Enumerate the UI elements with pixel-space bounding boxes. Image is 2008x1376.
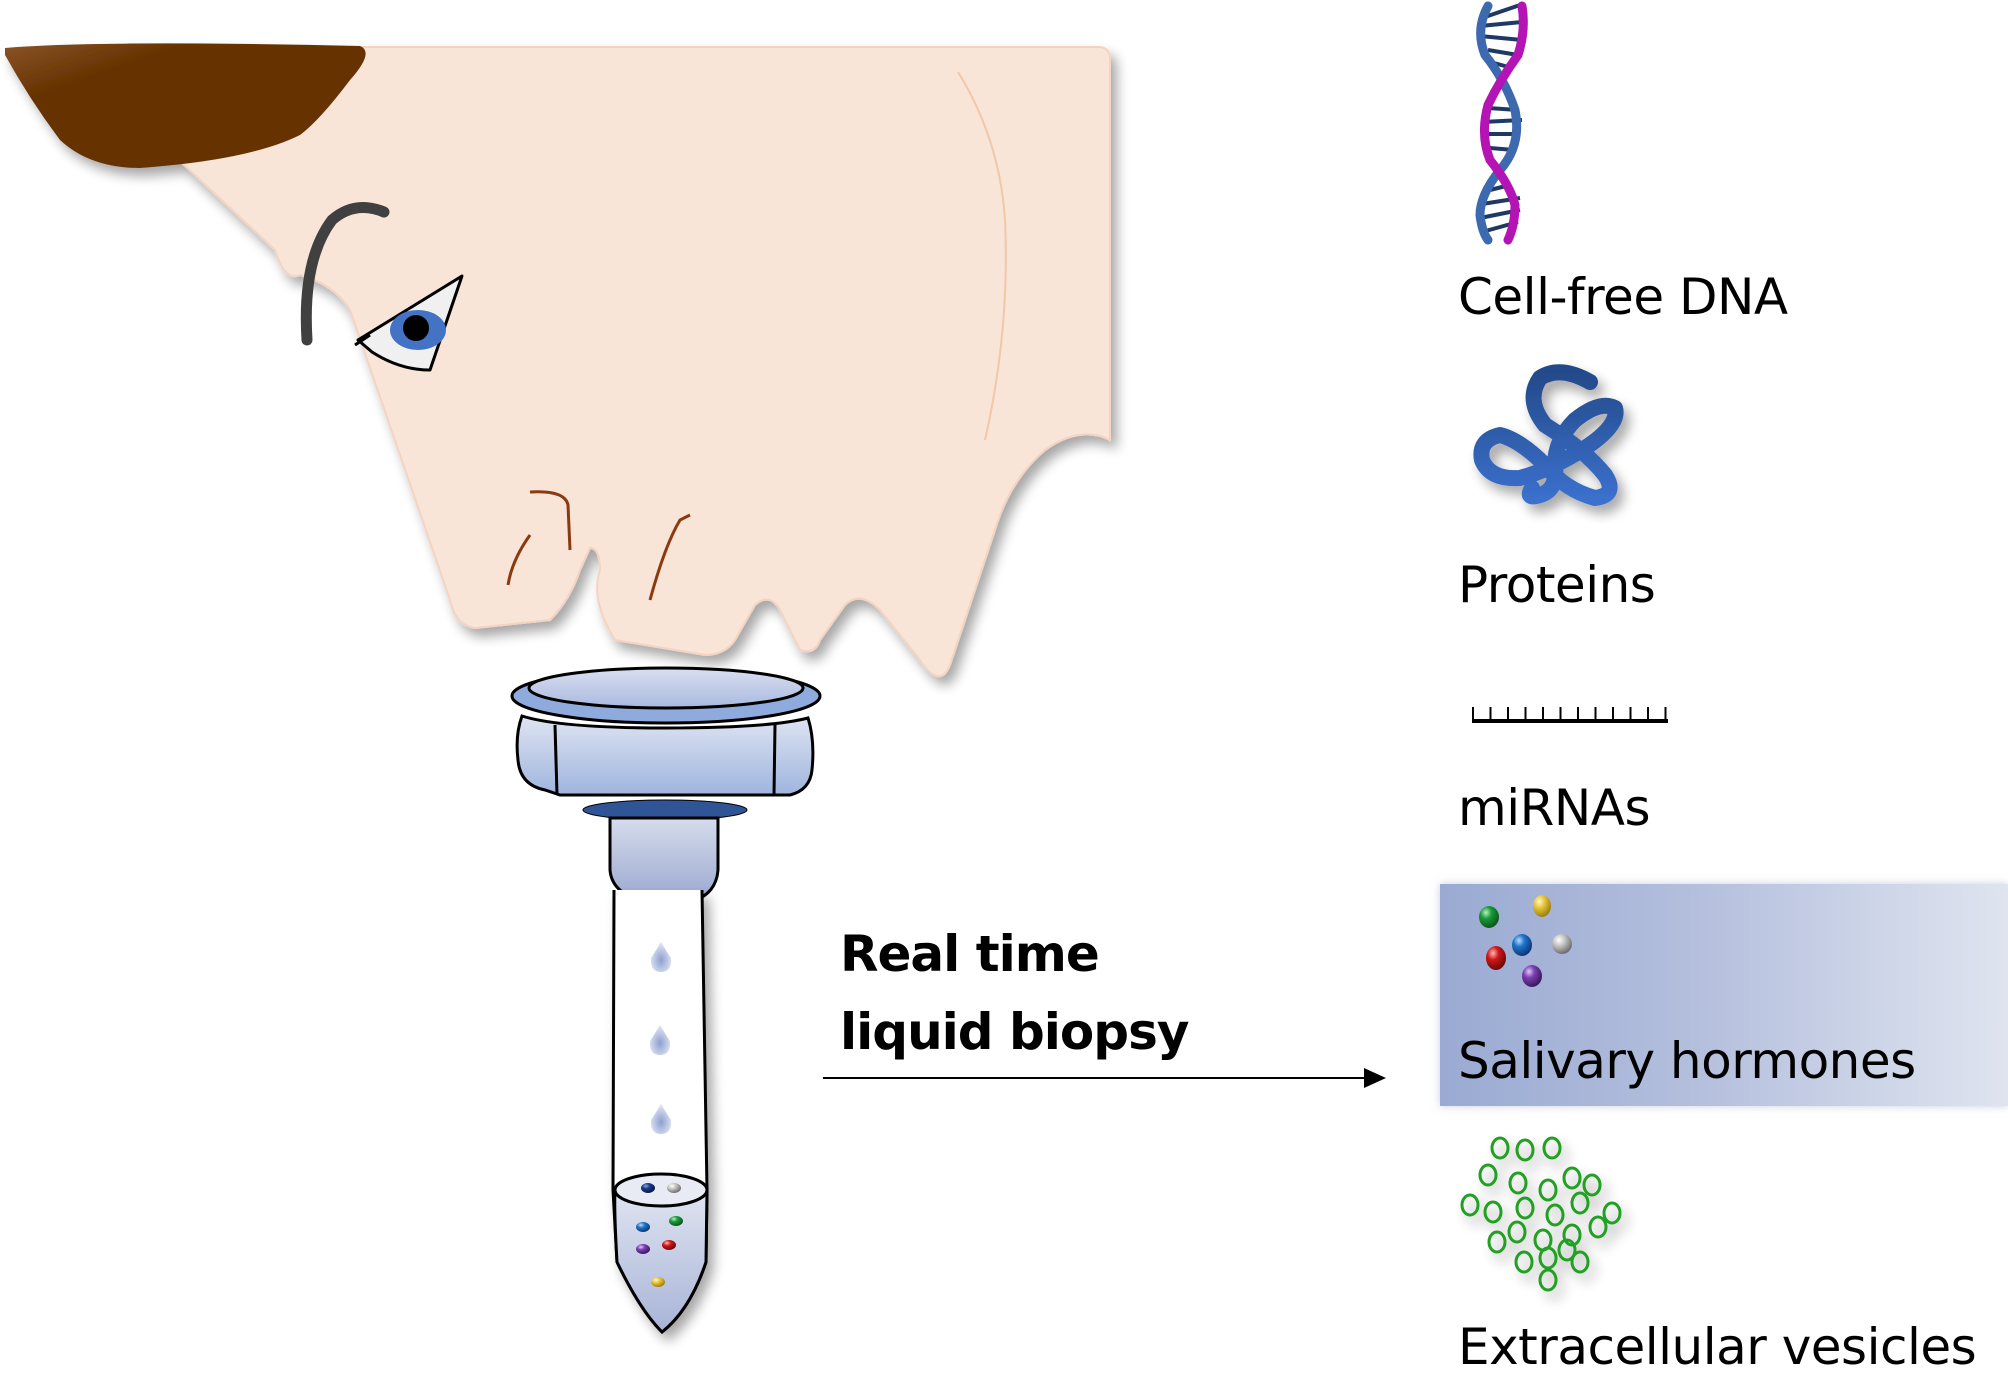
biomarker-label-cell-free-dna: Cell-free DNA (1458, 268, 1788, 326)
tube-neck (608, 816, 720, 904)
vesicle (1545, 1203, 1565, 1227)
saliva-drop (649, 1025, 671, 1055)
vesicle (1538, 1268, 1558, 1292)
vesicle (1460, 1193, 1480, 1217)
tube-particle (669, 1216, 683, 1226)
hormone-sphere-green (1479, 906, 1499, 928)
hormone-spheres-icon (1479, 895, 1572, 987)
lip-line-lower (648, 513, 691, 601)
vesicle (1515, 1138, 1535, 1162)
tube-particle (651, 1277, 665, 1287)
vesicle (1542, 1136, 1562, 1160)
tube-particle (662, 1240, 676, 1250)
salivary-hormones-highlight-panel (1440, 884, 2008, 1106)
saliva-collection-tube (510, 666, 822, 1335)
eye (354, 274, 464, 372)
dna-double-helix-icon (1475, 1, 1528, 245)
person-head-illustration (5, 43, 1111, 678)
vesicle (1507, 1220, 1527, 1244)
biomarker-label-extracellular-vesicles: Extracellular vesicles (1458, 1318, 1977, 1376)
pupil (403, 315, 429, 341)
arrow-head-icon (1364, 1068, 1386, 1088)
vesicle (1570, 1250, 1590, 1274)
tube-particle (641, 1183, 655, 1193)
vesicle (1562, 1166, 1582, 1190)
process-label-line-1: Real time (840, 925, 1100, 983)
vesicle (1602, 1201, 1622, 1225)
tube-cap-top (527, 666, 805, 710)
vesicle (1483, 1200, 1503, 1224)
vesicle (1562, 1223, 1582, 1247)
vesicle (1514, 1250, 1534, 1274)
vesicle (1588, 1215, 1608, 1239)
process-label-line-2: liquid biopsy (840, 1003, 1189, 1061)
tube-particle (636, 1222, 650, 1232)
protein-folded-chain-icon (1473, 364, 1624, 506)
vesicle (1538, 1178, 1558, 1202)
hair (5, 43, 366, 168)
biomarker-label-salivary-hormones: Salivary hormones (1458, 1032, 1916, 1090)
eyebrow (300, 202, 390, 346)
vesicle (1478, 1163, 1498, 1187)
tube-particle (636, 1244, 650, 1254)
vesicle (1538, 1246, 1558, 1270)
biomarker-label-mirnas: miRNAs (1458, 779, 1651, 837)
extracellular-vesicles-icon (1460, 1136, 1622, 1292)
tube-particle (667, 1183, 681, 1193)
saliva-drop (650, 1104, 672, 1134)
ear-line (957, 71, 1007, 441)
tube-cap-body (515, 714, 815, 797)
biomarker-label-proteins: Proteins (1458, 556, 1656, 614)
vesicle (1490, 1136, 1510, 1160)
hormone-sphere-blue (1512, 934, 1532, 956)
hormone-sphere-purple (1522, 965, 1542, 987)
lip-line-upper (506, 534, 532, 586)
mirna-strand-icon (1472, 707, 1668, 723)
hormone-sphere-yellow (1533, 895, 1551, 917)
vesicle (1508, 1171, 1528, 1195)
vesicle (1570, 1191, 1590, 1215)
vesicle (1487, 1230, 1507, 1254)
hormone-sphere-silver (1552, 934, 1572, 954)
vesicle (1515, 1196, 1535, 1220)
hormone-sphere-red (1486, 946, 1506, 970)
nostril-line (529, 490, 572, 551)
process-label: Real time liquid biopsy (840, 915, 1189, 1071)
saliva-drop (650, 942, 672, 972)
vesicle (1582, 1173, 1602, 1197)
vesicle (1557, 1238, 1577, 1262)
